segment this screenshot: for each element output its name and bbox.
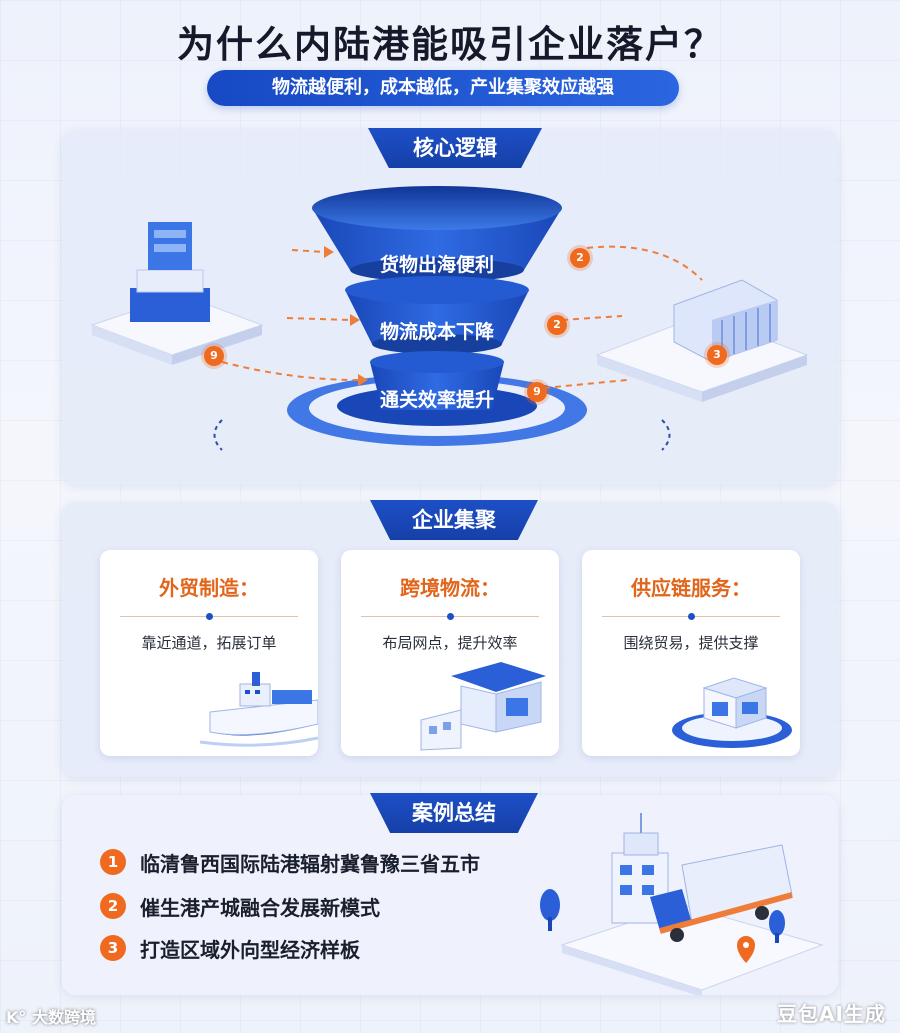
card-desc: 靠近通道，拓展订单 [141,634,277,652]
flow-arrows [221,245,703,389]
tree-icon [540,889,560,931]
warehouse-building-icon [420,662,546,751]
case-text: 临清鲁西国际陆港辐射冀鲁豫三省五市 [140,851,480,876]
decor-arcs [213,419,671,451]
card-cross-border-logistics: 跨境物流： 布局网点，提升效率 [341,550,559,756]
page-title: 为什么内陆港能吸引企业落户？ [177,23,723,66]
location-badge-right: 3 [707,345,727,365]
watermark-right: 豆包AI生成 [777,1002,886,1026]
subtitle-banner: 物流越便利，成本越低，产业集聚效应越强 [207,70,679,106]
case-summary-panel: 案例总结 1 临清鲁西国际陆港辐射冀鲁豫三省五市 2 催生港产城融合发展新模式 … [62,793,838,995]
core-logic-panel: 核心逻辑 [62,128,838,485]
cargo-ship-icon [199,672,318,747]
case-summary-tab: 案例总结 [370,793,538,833]
core-logic-tab: 核心逻辑 [368,128,542,168]
card-desc: 围绕贸易，提供支撑 [623,634,759,652]
location-badge-left: 9 [204,346,224,366]
funnel-tier-1 [312,186,562,282]
case-text: 催生港产城融合发展新模式 [140,895,380,920]
card-foreign-trade: 外贸制造： 靠近通道，拓展订单 [100,550,318,756]
location-pin-icon [737,936,755,963]
step-badge-mid-right: 2 [547,315,567,335]
funnel-label-1: 货物出海便利 [379,254,494,276]
step-badge-bottom-right: 9 [527,382,547,402]
card-title: 跨境物流： [400,576,500,600]
card-divider-dot [447,613,454,620]
card-title: 外贸制造： [159,576,259,600]
case-item-2: 2 催生港产城融合发展新模式 [100,891,380,921]
card-divider-dot [688,613,695,620]
case-item-1: 1 临清鲁西国际陆港辐射冀鲁豫三省五市 [100,847,480,877]
funnel-tier-2 [345,276,529,354]
step-badge-top-right: 2 [570,248,590,268]
funnel-label-2: 物流成本下降 [379,321,494,343]
enterprise-cluster-tab: 企业集聚 [370,500,538,540]
case-number-badge: 2 [100,893,126,919]
core-logic-illustration [90,186,809,451]
logistics-truck-icon [540,813,824,995]
service-center-icon [672,677,792,748]
container-warehouse-icon [595,279,809,402]
case-text: 打造区域外向型经济样板 [140,937,360,962]
data-server-icon [90,222,264,365]
card-supply-chain-service: 供应链服务： 围绕贸易，提供支撑 [582,550,800,756]
enterprise-cluster-panel: 企业集聚 外贸制造： 靠近通道，拓展订单 跨境物流： 布局网点，提升效率 [62,500,838,777]
case-item-3: 3 打造区域外向型经济样板 [100,933,360,963]
case-number-badge: 3 [100,935,126,961]
watermark-left: K° 大数跨境 [6,1008,96,1027]
card-divider-dot [206,613,213,620]
funnel-label-3: 通关效率提升 [379,389,494,411]
case-number-badge: 1 [100,849,126,875]
card-title: 供应链服务： [631,576,751,600]
funnel-tier-3 [370,351,504,410]
card-desc: 布局网点，提升效率 [382,634,518,652]
arrow-heads [324,246,368,386]
